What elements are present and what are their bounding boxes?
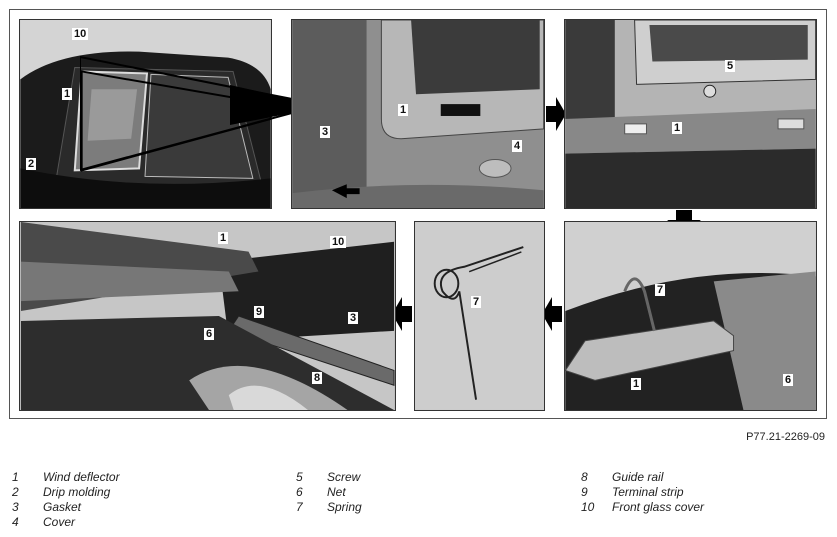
legend-label: Front glass cover (612, 500, 705, 514)
legend-label: Net (327, 485, 346, 499)
arrow-right-icon (546, 97, 566, 131)
spring-net-illustration (565, 222, 816, 410)
panel-spring-net: 7 1 6 (564, 221, 817, 411)
legend-num: 10 (581, 500, 595, 514)
legend-num: 5 (296, 470, 303, 484)
panel-screw-detail: 5 1 (564, 19, 817, 209)
callout-label: 6 (204, 328, 215, 340)
callout-label: 4 (512, 140, 523, 152)
spring-illustration (415, 222, 544, 410)
callout-label: 7 (655, 284, 666, 296)
legend-num: 1 (12, 470, 19, 484)
panel-wind-deflector-side: 1 3 4 (291, 19, 545, 209)
legend-label: Drip molding (43, 485, 111, 499)
legend-label: Cover (43, 515, 76, 529)
callout-label: 8 (312, 372, 323, 384)
callout-label: 3 (320, 126, 331, 138)
legend-num: 8 (581, 470, 588, 484)
legend-label: Spring (327, 500, 362, 514)
screw-detail-illustration (565, 20, 816, 208)
legend-label: Gasket (43, 500, 82, 514)
wind-deflector-side-illustration (292, 20, 544, 208)
arrow-left-icon (392, 297, 412, 331)
panel-spring: 7 (414, 221, 545, 411)
legend-num: 4 (12, 515, 19, 529)
legend-label: Screw (327, 470, 361, 484)
callout-label: 9 (254, 306, 265, 318)
callout-label: 7 (471, 296, 482, 308)
callout-label: 1 (218, 232, 229, 244)
callout-label: 1 (672, 122, 683, 134)
callout-label: 1 (398, 104, 409, 116)
callout-label: 1 (631, 378, 642, 390)
callout-label: 1 (62, 88, 73, 100)
callout-label: 2 (26, 158, 37, 170)
legend-num: 2 (12, 485, 19, 499)
callout-label: 10 (330, 236, 347, 248)
callout-label: 6 (783, 374, 794, 386)
legend-label: Terminal strip (612, 485, 684, 499)
legend-label: Guide rail (612, 470, 664, 484)
callout-label: 10 (72, 28, 89, 40)
legend-label: Wind deflector (43, 470, 120, 484)
legend-num: 3 (12, 500, 19, 514)
legend-num: 6 (296, 485, 303, 499)
panel-guide-rail: 1 10 9 6 3 8 (19, 221, 396, 411)
legend-num: 9 (581, 485, 588, 499)
callout-label: 5 (725, 60, 736, 72)
arrow-left-icon (542, 297, 562, 331)
figure-reference: P77.21-2269-09 (746, 431, 825, 443)
legend-num: 7 (296, 500, 303, 514)
callout-label: 3 (348, 312, 359, 324)
